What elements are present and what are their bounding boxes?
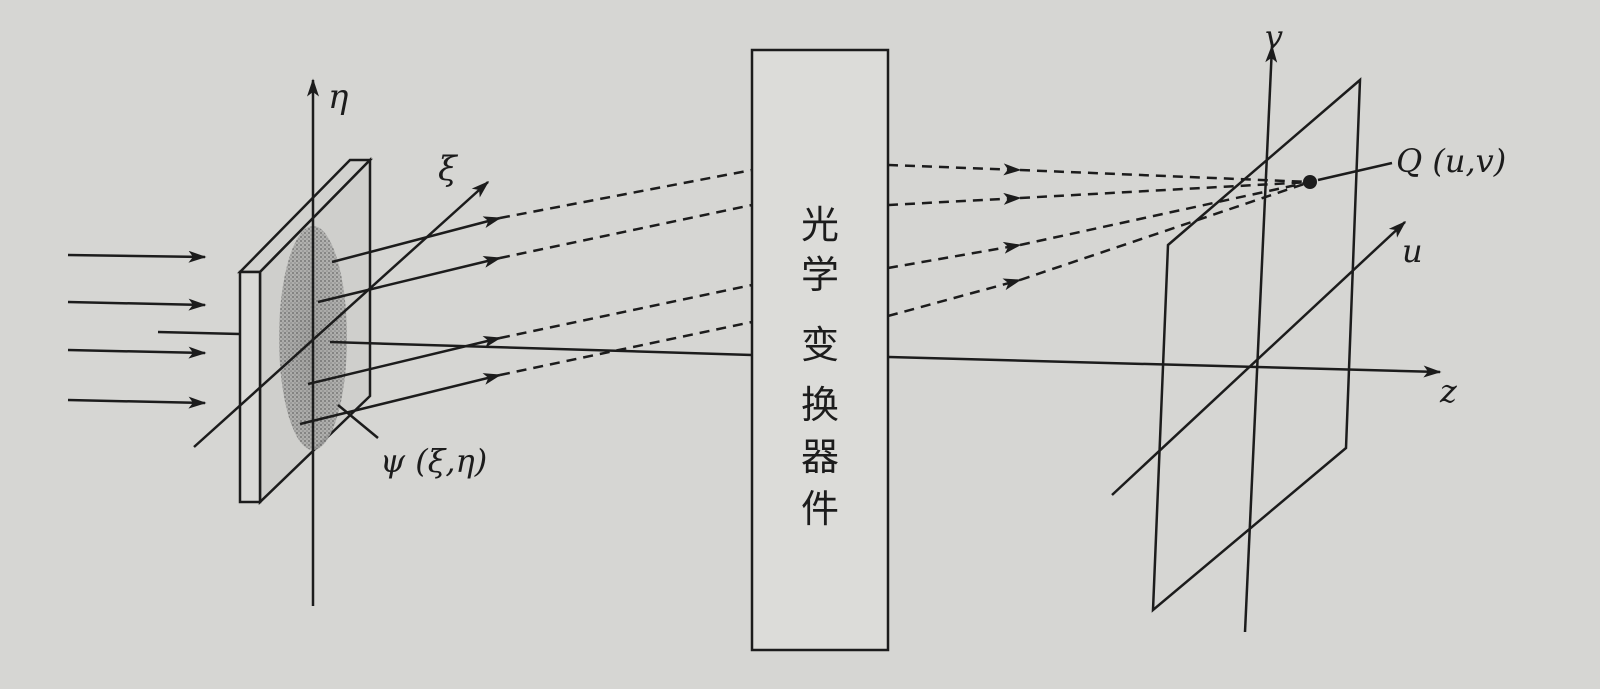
incident-ray [67,346,207,359]
eta-axis-label: η [328,77,349,117]
field-label: ψ (ξ,η) [380,442,487,480]
incident-ray [67,396,207,409]
input-ray-dashed [499,203,753,260]
u-axis-label: u [1402,232,1423,270]
output-ray-dashed [1019,180,1311,247]
incident-ray [67,250,207,263]
output-rays [887,163,1311,318]
incident-ray [67,298,207,311]
incident-beams [67,250,207,409]
input-ray-dashed [499,168,753,220]
output-ray-dashed [1019,180,1311,282]
input-ray-solid [331,216,502,264]
xi-axis-label: ξ [438,149,459,189]
optical-axis-center [329,340,753,357]
output-ray-dashed [887,278,1022,318]
optical-transformer-box [750,48,890,652]
output-ray-dashed [887,192,1022,207]
output-ray-dashed [887,241,1022,270]
transformer-char: 换 [801,383,839,427]
u-axis [1111,220,1407,496]
q-leader [1317,161,1393,182]
output-ray-dashed [887,163,1022,176]
v-axis-label: v [1265,18,1283,56]
psi-leader [337,404,379,439]
output-ray-dashed [1019,168,1311,184]
transformer-char: 件 [801,487,839,531]
input-rays [299,168,753,426]
point-q-marker [1303,175,1317,189]
z-axis-label: z [1439,372,1458,410]
input-ray-dashed [499,320,753,377]
input-ray-solid [307,336,502,386]
output-ray-dashed [1019,180,1311,200]
input-ray-solid [317,256,502,304]
v-axis [1243,44,1278,633]
transformer-char: 光 [801,203,839,247]
transformer-label: 光 学 变 换 器 件 [801,203,839,531]
input-ray-dashed [499,283,753,340]
transformer-char: 变 [801,323,839,367]
input-ray-solid [299,373,502,426]
transformer-char: 学 [801,253,839,297]
point-q-label: Q (u,v) [1396,142,1506,180]
transformer-char: 器 [801,435,839,479]
optical-axis-left [157,330,241,336]
xi-axis [193,180,490,448]
output-plane [1151,77,1362,613]
